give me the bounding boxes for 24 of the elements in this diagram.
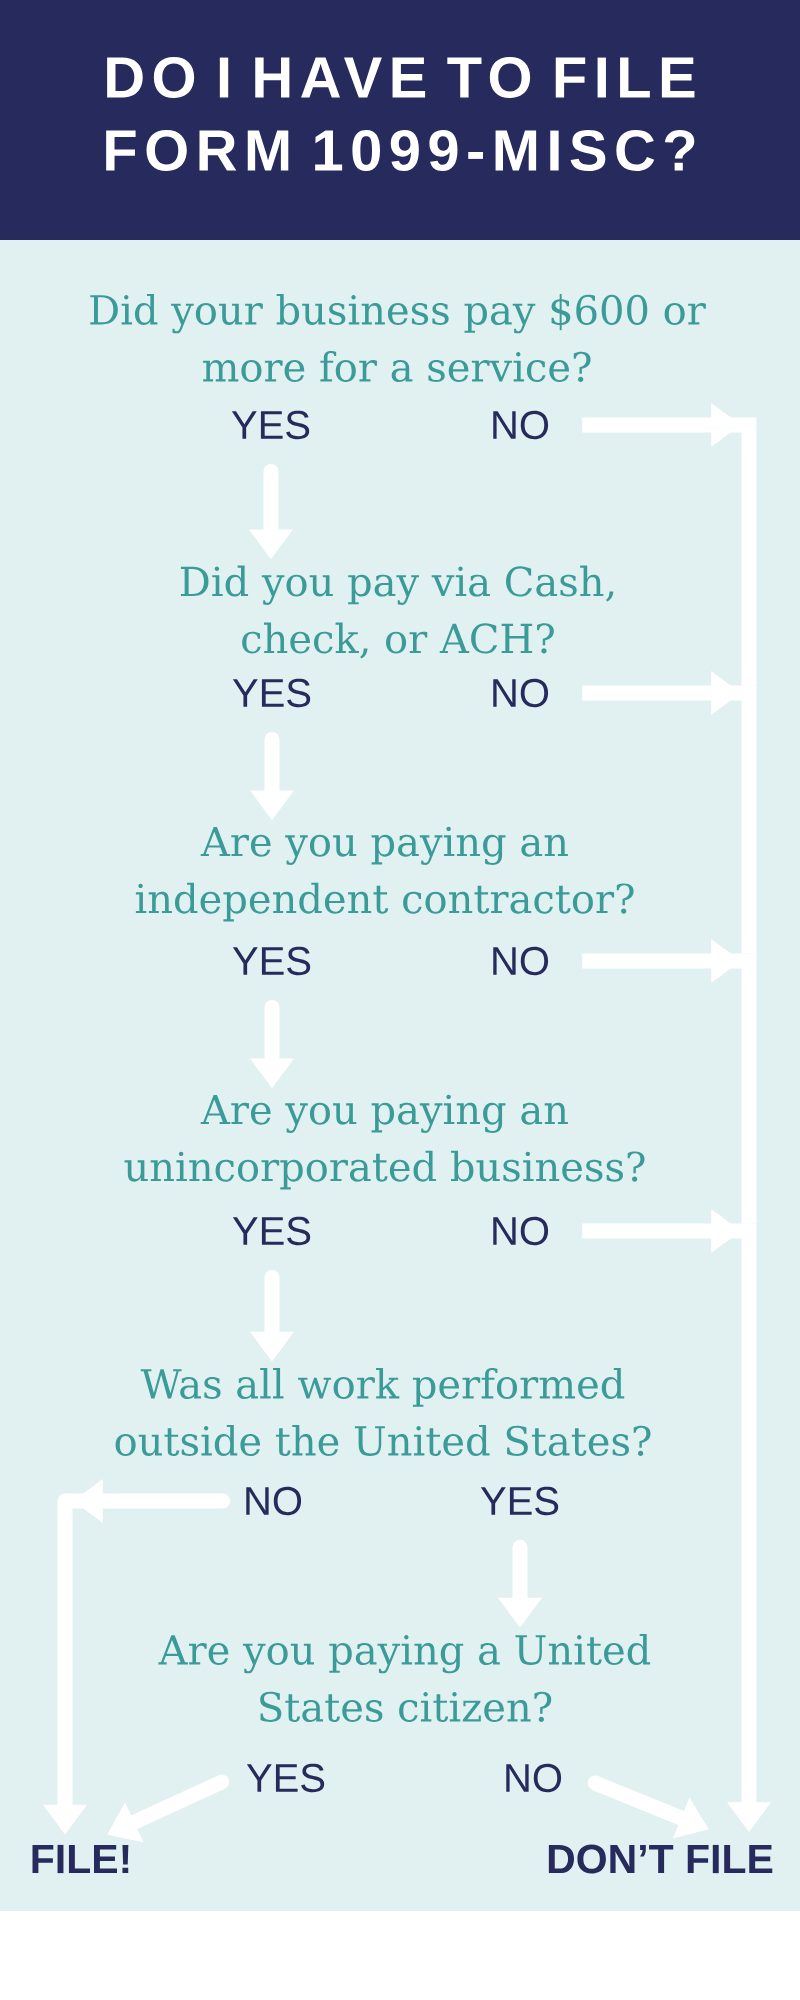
- result-label: FILE!: [32, 1844, 129, 1874]
- title-banner: DO I HAVE TO FILE FORM 1099-MISC?: [0, 0, 800, 240]
- answer-label: YES: [231, 410, 310, 440]
- answer-label: NO: [493, 1216, 549, 1246]
- answer-label: YES: [232, 1216, 311, 1246]
- arrow: [582, 938, 757, 1224]
- arrow: [582, 402, 757, 686]
- answer-label: YES: [232, 946, 311, 976]
- question-text: Was all work performed outside the United States?: [115, 1368, 651, 1456]
- result-label: DON’T FILE: [548, 1844, 773, 1874]
- question-text: Did your business pay $600 or more for a service?: [90, 294, 706, 382]
- answer-label: NO: [246, 1486, 302, 1516]
- question-text: Are you paying an unincorporated business?: [124, 1094, 645, 1190]
- answer-label: YES: [480, 1486, 559, 1516]
- question-text: Are you paying an independent contractor?: [135, 826, 634, 922]
- question-text: Are you paying a United States citizen?: [158, 1634, 651, 1722]
- answer-label: YES: [232, 678, 311, 708]
- answer-label: NO: [493, 410, 549, 440]
- question-text: Did you pay via Cash, check, or ACH?: [180, 565, 614, 659]
- arrow: [582, 670, 757, 954]
- answer-label: YES: [246, 1763, 325, 1793]
- answer-label: NO: [506, 1763, 562, 1793]
- answer-label: NO: [493, 946, 549, 976]
- answer-label: NO: [493, 678, 549, 708]
